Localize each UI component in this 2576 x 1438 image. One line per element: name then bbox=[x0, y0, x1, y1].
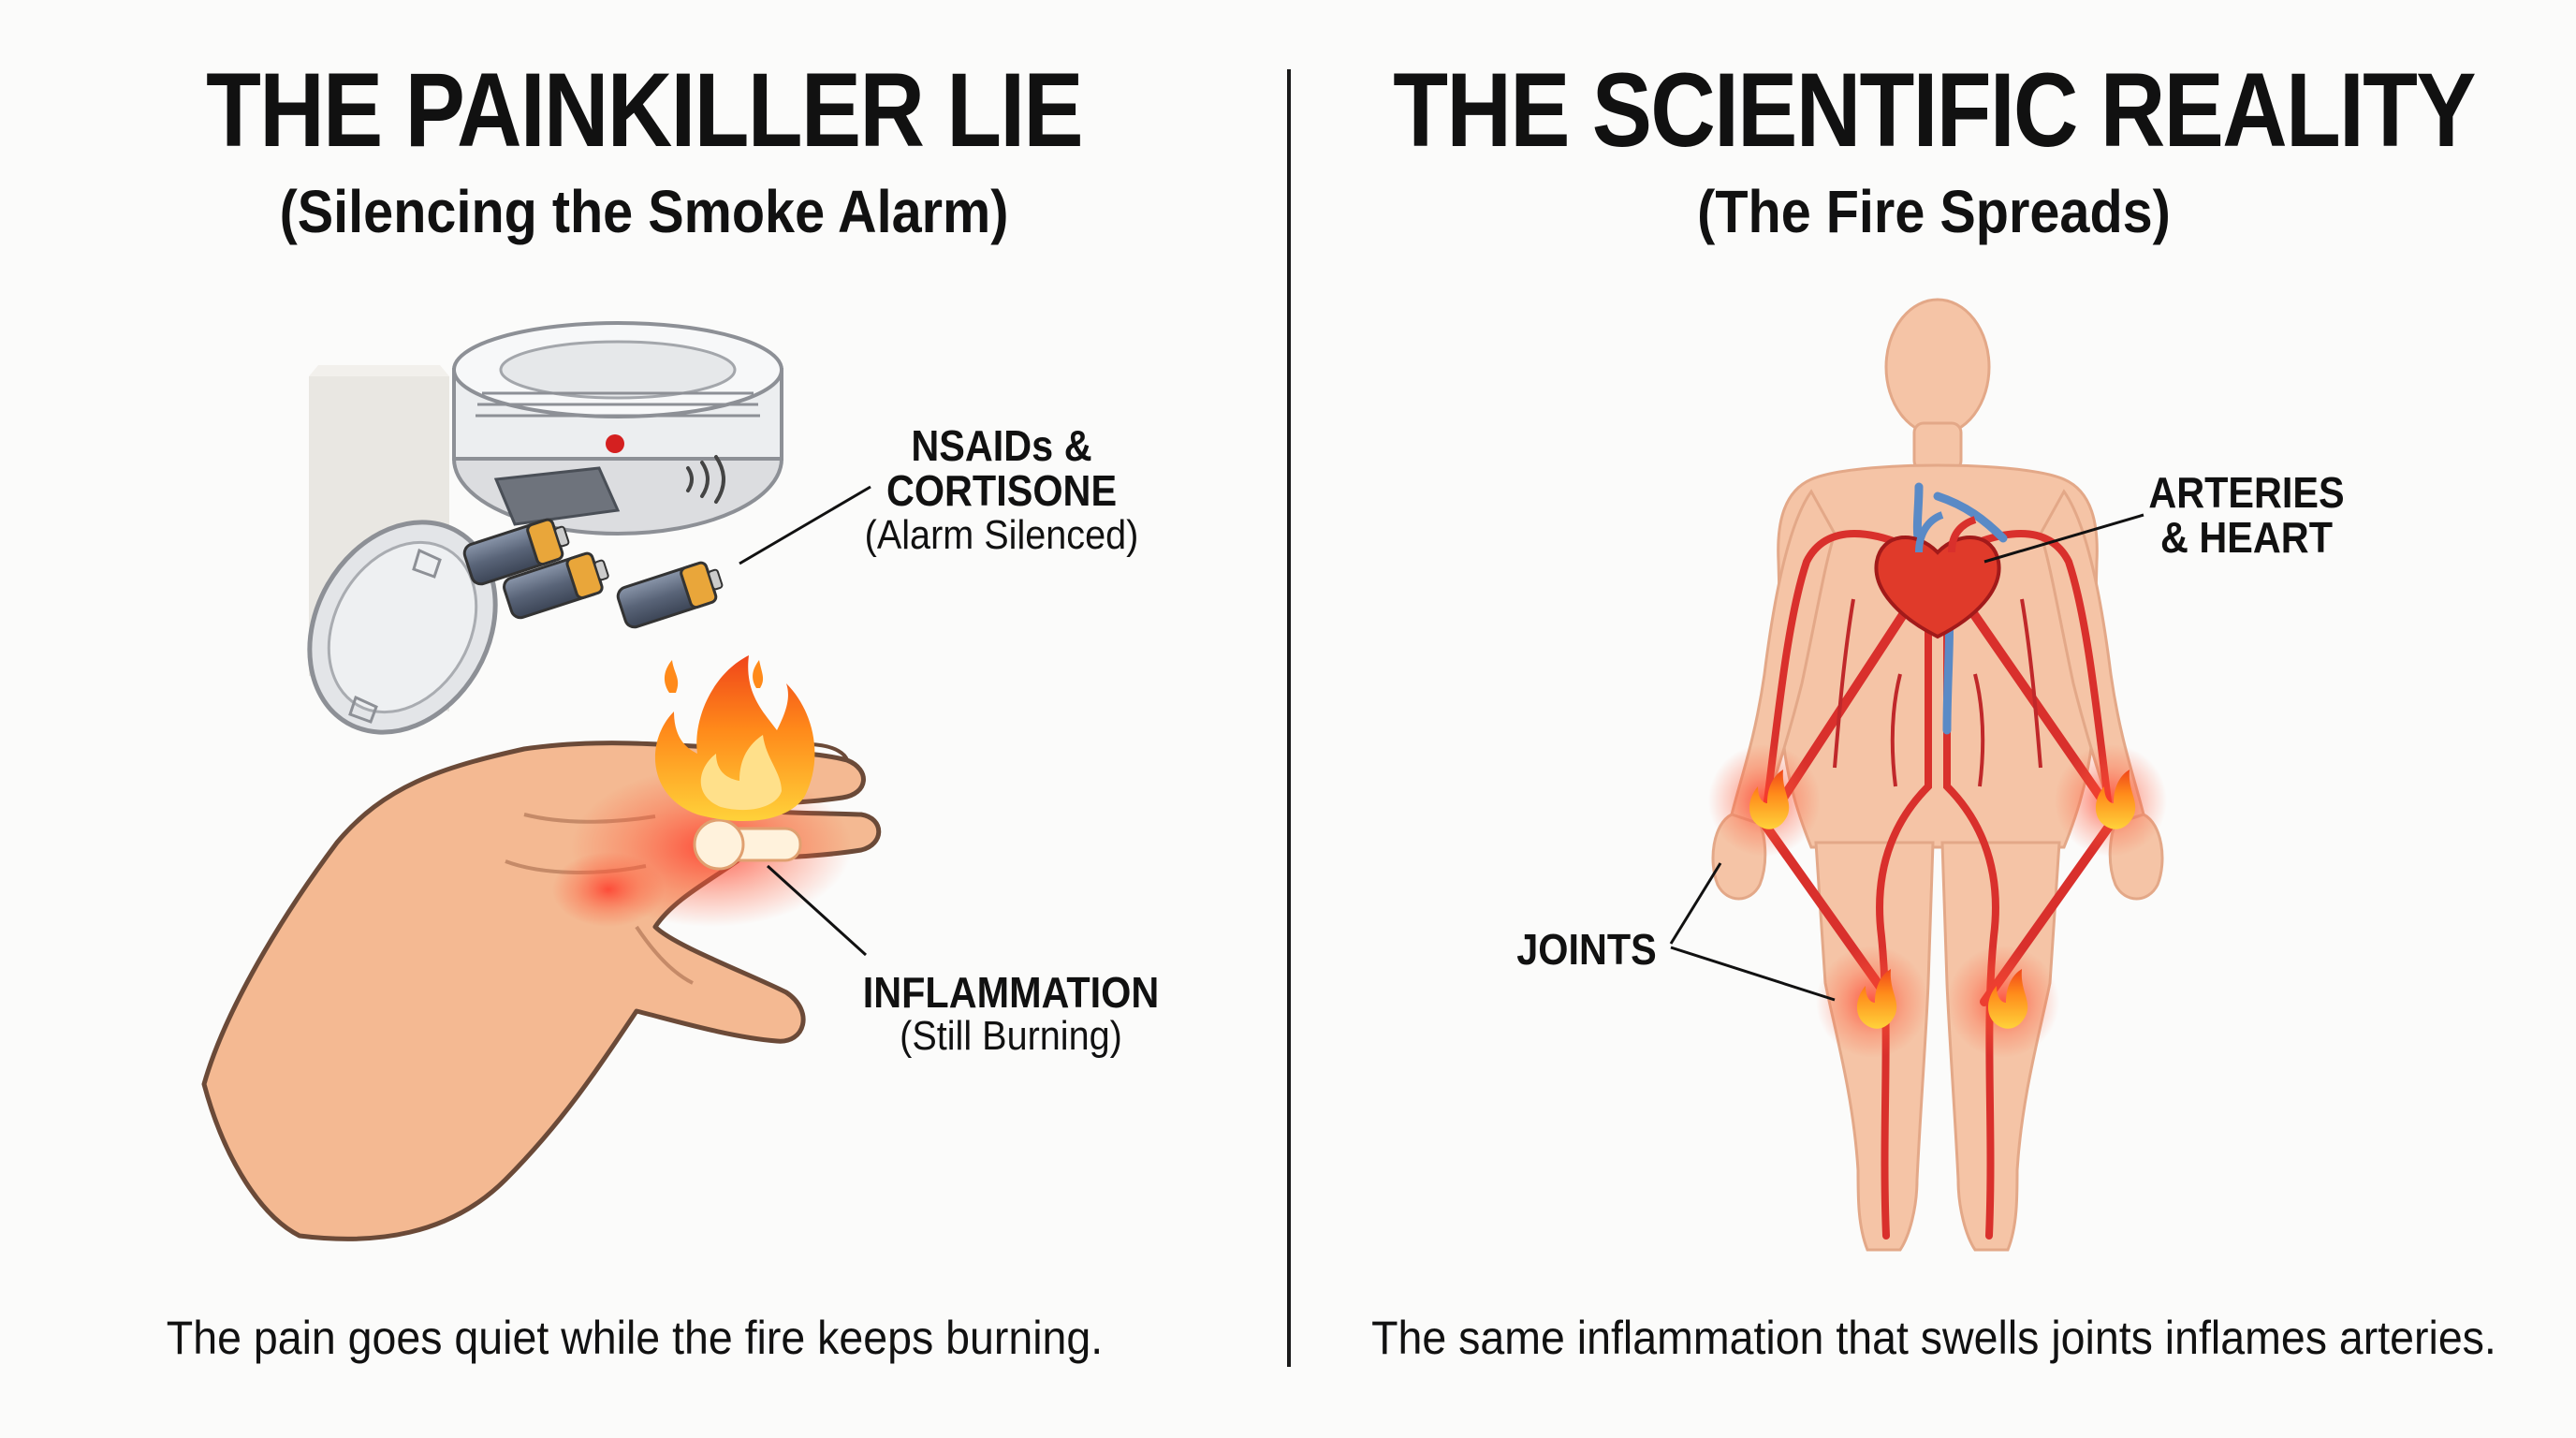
flame-icons bbox=[1749, 770, 2136, 1029]
right-title: THE SCIENTIFIC REALITY bbox=[1393, 51, 2476, 169]
arteries-heart-label: ARTERIES & HEART bbox=[2145, 470, 2348, 561]
leader-lines-right bbox=[1669, 513, 2144, 1002]
panel-divider bbox=[1287, 69, 1291, 1367]
heart-icon bbox=[1874, 511, 2001, 639]
nsaids-label-note: (Alarm Silenced) bbox=[864, 511, 1139, 558]
flame-icon bbox=[654, 655, 815, 822]
left-subtitle: (Silencing the Smoke Alarm) bbox=[279, 178, 1009, 245]
smoke-alarm-hand-illustration bbox=[201, 321, 882, 1241]
inflamed-joints bbox=[1708, 744, 2167, 1058]
small-arteries bbox=[1833, 598, 2042, 787]
joints-label: JOINTS bbox=[1515, 925, 1659, 974]
nsaids-label-line2: CORTISONE bbox=[886, 466, 1118, 516]
arteries-label-line2: & HEART bbox=[2159, 513, 2333, 563]
right-panel: THE SCIENTIFIC REALITY (The Fire Spreads… bbox=[1292, 0, 2576, 1438]
detector-cover-icon bbox=[307, 520, 498, 735]
left-caption: The pain goes quiet while the fire keeps… bbox=[166, 1312, 1104, 1364]
human-body-illustration bbox=[1669, 298, 2167, 1252]
left-panel: THE PAINKILLER LIE (Silencing the Smoke … bbox=[166, 51, 1179, 1364]
leader-lines-left bbox=[739, 485, 871, 957]
inflammation-label: INFLAMMATION (Still Burning) bbox=[842, 970, 1179, 1058]
inflammation-label-title: INFLAMMATION bbox=[862, 968, 1160, 1017]
smoke-detector-icon bbox=[452, 321, 783, 536]
nsaids-label: NSAIDs & CORTISONE (Alarm Silenced) bbox=[858, 423, 1145, 557]
right-caption: The same inflammation that swells joints… bbox=[1371, 1312, 2496, 1364]
battery-icons bbox=[462, 518, 724, 629]
inflammation-label-note: (Still Burning) bbox=[900, 1013, 1122, 1060]
left-title: THE PAINKILLER LIE bbox=[206, 51, 1084, 169]
joints-label-title: JOINTS bbox=[1516, 925, 1657, 974]
nsaids-label-line1: NSAIDs & bbox=[911, 421, 1092, 470]
right-subtitle: (The Fire Spreads) bbox=[1697, 178, 2171, 245]
arteries-label-line1: ARTERIES bbox=[2148, 468, 2345, 517]
